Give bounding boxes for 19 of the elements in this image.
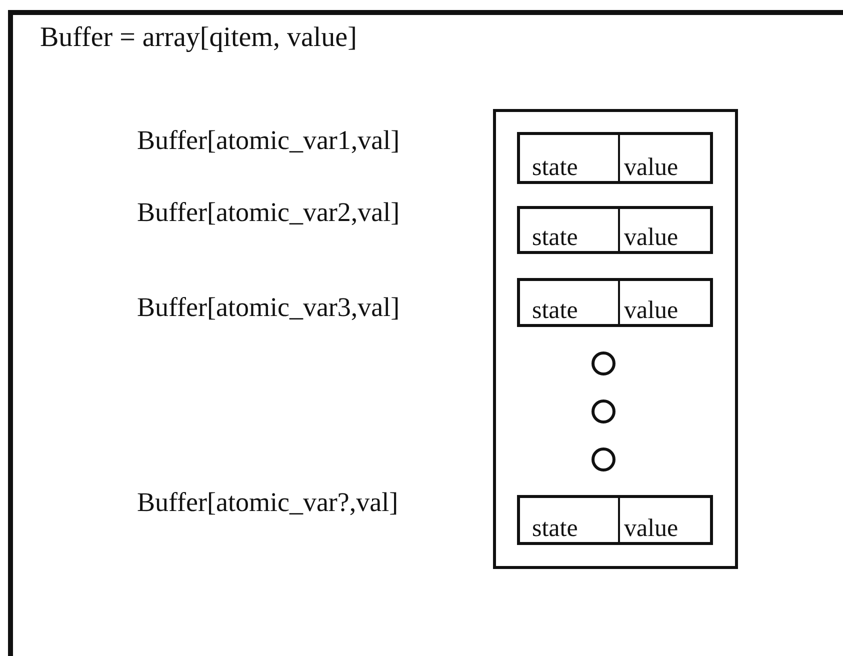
field-name: value <box>623 298 680 324</box>
title: Buffer = array[qitem, value] <box>40 22 357 54</box>
field-name: value <box>623 516 680 542</box>
field-name: state <box>520 209 620 251</box>
buffer-row <box>517 206 713 254</box>
row-label: Buffer[atomic_var3,val] <box>137 292 400 323</box>
field-name: state <box>520 281 620 324</box>
buffer-row <box>517 495 713 545</box>
buffer-box <box>493 109 738 569</box>
row-label: Buffer[atomic_var2,val] <box>137 197 400 228</box>
row-label: Buffer[atomic_var1,val] <box>137 125 400 156</box>
field-name: state <box>520 135 620 181</box>
field-name: state <box>520 498 620 542</box>
row-label: Buffer[atomic_var?,val] <box>137 487 398 518</box>
buffer-row <box>517 132 713 184</box>
buffer-row <box>517 278 713 327</box>
field-name: value <box>623 225 680 251</box>
field-name: value <box>623 155 680 181</box>
frame <box>8 10 843 656</box>
